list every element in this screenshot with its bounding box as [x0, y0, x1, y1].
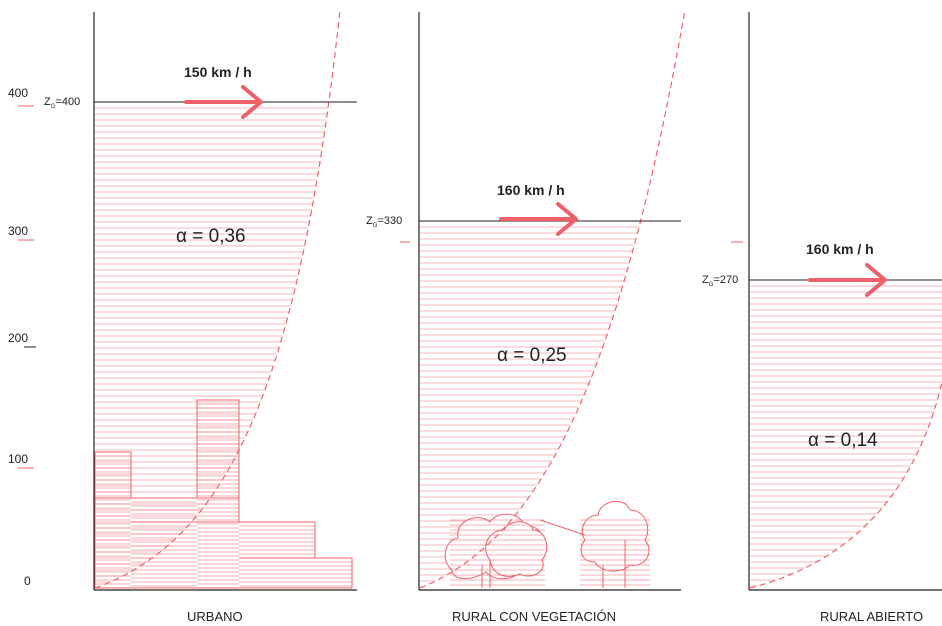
abierto-zg-label: ZG=270 [702, 274, 738, 288]
urbano-wind-arrow-icon [184, 85, 263, 119]
tick-label-100: 100 [8, 452, 28, 466]
vegetacion-mask [420, 221, 681, 588]
vegetacion-profile-curve [419, 9, 686, 589]
urbano-alpha-label: α = 0,36 [176, 226, 246, 247]
vegetacion-zg-label: ZG=330 [366, 215, 402, 229]
panel-rural-vegetacion: ZG=330 160 km / h α = 0,25 RURAL CON VEG… [366, 9, 686, 624]
tick-label-300: 300 [8, 224, 28, 238]
abierto-hatching [750, 285, 942, 588]
tick-label-400: 400 [8, 86, 28, 100]
panel-rural-abierto: ZG=270 160 km / h α = 0,14 RURAL ABIERTO [702, 12, 942, 624]
vegetacion-trees [444, 500, 650, 588]
abierto-wind-arrow-icon [808, 263, 887, 297]
abierto-caption: RURAL ABIERTO [820, 609, 923, 624]
urbano-speed-label: 150 km / h [184, 64, 252, 80]
abierto-profile-curve [749, 379, 942, 589]
urbano-caption: URBANO [187, 609, 243, 624]
urbano-hatching [95, 102, 357, 588]
vegetacion-caption: RURAL CON VEGETACIÓN [452, 609, 616, 624]
vegetacion-speed-label: 160 km / h [497, 182, 565, 198]
urbano-profile-curve [94, 9, 341, 589]
vegetacion-alpha-label: α = 0,25 [497, 345, 567, 366]
urbano-zg-label: ZG=400 [44, 96, 80, 110]
panel-urbano: ZG=400 150 km / h α = 0,36 URBANO [44, 9, 357, 624]
abierto-alpha-label: α = 0,14 [808, 430, 878, 451]
tick-label-0: 0 [24, 574, 31, 588]
vegetacion-wind-arrow-icon [499, 202, 578, 236]
vegetacion-hatching [420, 221, 681, 588]
abierto-mask [750, 382, 942, 588]
tick-label-200: 200 [8, 331, 28, 345]
urbano-mask [95, 102, 357, 588]
height-axis: 400 300 200 100 0 [8, 86, 36, 588]
abierto-speed-label: 160 km / h [806, 241, 874, 257]
